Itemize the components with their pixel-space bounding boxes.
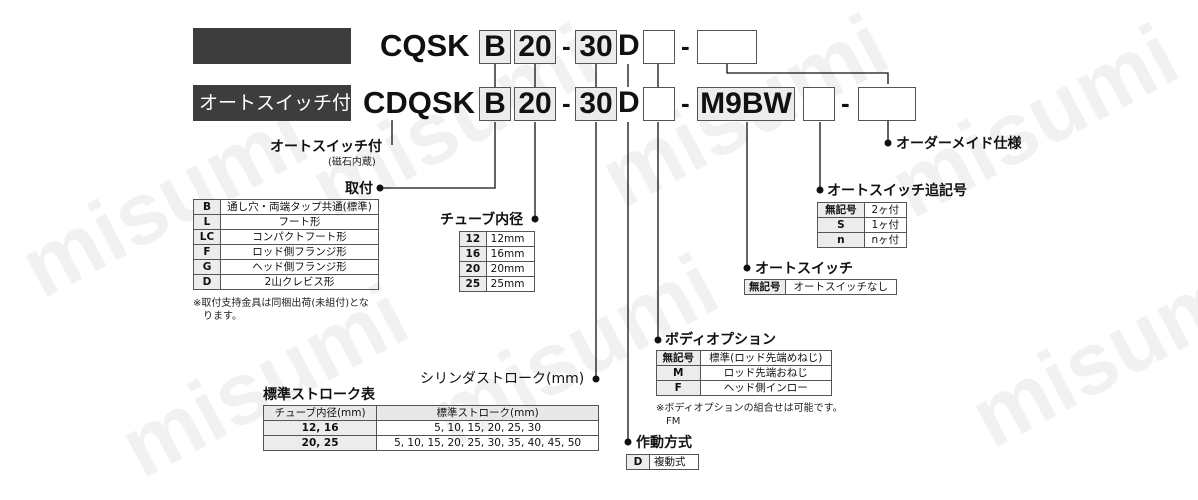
separator: - bbox=[562, 88, 571, 118]
standard-stroke-title: 標準ストローク表 bbox=[263, 387, 375, 403]
segment-made-to-order bbox=[697, 30, 757, 64]
body-option-note: ※ボディオプションの組合せは可能です。 bbox=[656, 403, 843, 414]
body-option-note: FM bbox=[666, 416, 681, 427]
bore-title: チューブ内径 bbox=[440, 212, 524, 228]
table-row: 無記号オートスイッチなし bbox=[744, 279, 897, 295]
segment-action: D bbox=[618, 86, 640, 119]
segment-bore: 20 bbox=[514, 87, 556, 121]
segment-stroke: 30 bbox=[575, 87, 617, 121]
segment-mounting: B bbox=[479, 30, 511, 64]
stroke-title: シリンダストローク(mm) bbox=[420, 371, 585, 387]
mounting-title: 取付 bbox=[345, 181, 373, 197]
autoswitch-builtin-label: オートスイッチ付 bbox=[270, 139, 382, 155]
segment-made-to-order bbox=[858, 87, 916, 121]
segment-auto-switch: M9BW bbox=[697, 87, 795, 121]
segment-body-option bbox=[643, 87, 675, 121]
segment-action: D bbox=[618, 29, 640, 62]
body-option-title: ボディオプション bbox=[665, 332, 777, 348]
auto-switch-table: 無記号オートスイッチなし bbox=[744, 279, 897, 295]
model-prefix: CQSK bbox=[380, 28, 470, 63]
autoswitch-builtin-note: (磁石内蔵) bbox=[328, 157, 376, 168]
table-header: チューブ内径(mm)標準ストローク(mm) bbox=[262, 405, 599, 421]
segment-stroke: 30 bbox=[575, 30, 617, 64]
segment-mounting: B bbox=[479, 87, 511, 121]
table-row: 無記号標準(ロッド先端めねじ) bbox=[656, 350, 833, 366]
segment-bore: 20 bbox=[514, 30, 556, 64]
segment-body-option bbox=[643, 30, 675, 64]
mounting-note: ※取付支持金具は同梱出荷(未組付)とな bbox=[193, 298, 369, 309]
separator: - bbox=[562, 31, 571, 61]
switch-qty-title: オートスイッチ追記号 bbox=[827, 183, 967, 199]
model-tag-blank bbox=[193, 28, 351, 64]
separator: - bbox=[681, 31, 690, 61]
model-tag-auto-switch: オートスイッチ付 bbox=[193, 85, 351, 121]
separator: - bbox=[681, 88, 690, 118]
segment-switch-qty bbox=[803, 87, 835, 121]
model-prefix: CDQSK bbox=[363, 85, 475, 120]
auto-switch-title: オートスイッチ bbox=[755, 261, 853, 277]
separator: - bbox=[841, 88, 850, 118]
action-title: 作動方式 bbox=[636, 435, 692, 451]
mounting-note: ります。 bbox=[203, 311, 242, 322]
made-to-order-title: オーダーメイド仕様 bbox=[896, 136, 1022, 152]
